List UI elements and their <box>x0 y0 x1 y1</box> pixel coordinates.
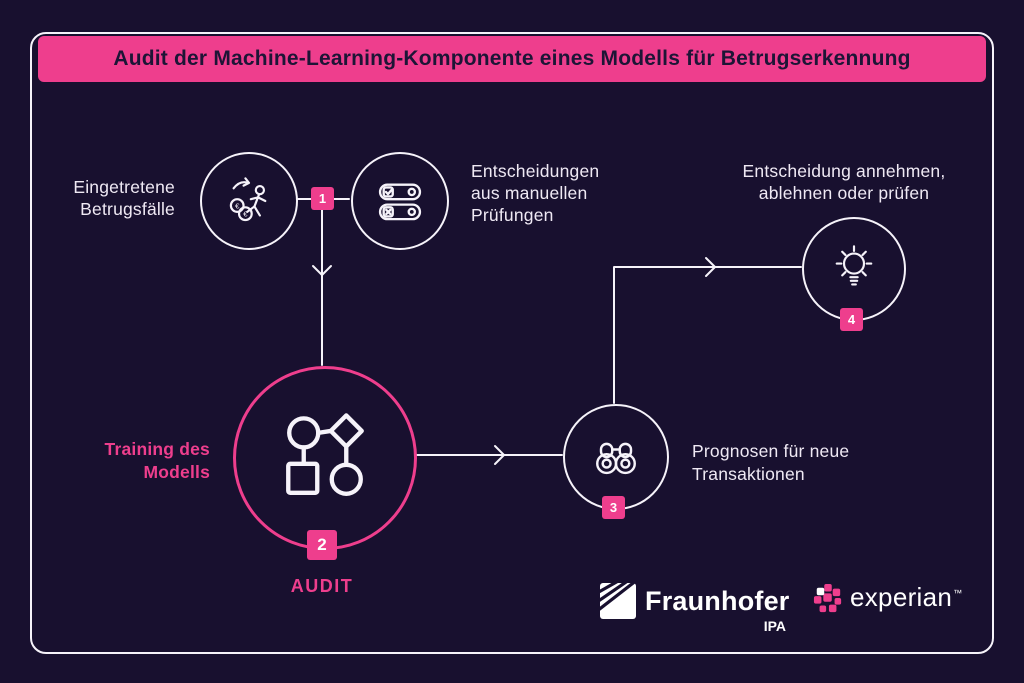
lightbulb-icon <box>835 245 873 286</box>
step-badge-2: 2 <box>307 530 337 560</box>
node-fraud-cases: € € <box>200 152 298 250</box>
label-line: Betrugsfälle <box>80 199 175 219</box>
label-line: Transaktionen <box>692 464 805 484</box>
node-model-training <box>233 366 417 550</box>
label-line: Prüfungen <box>471 205 554 225</box>
step-badge-4: 4 <box>840 308 863 331</box>
experian-mark-icon <box>813 583 842 612</box>
fraunhofer-logo: Fraunhofer <box>600 583 790 619</box>
label-line: aus manuellen <box>471 183 588 203</box>
page-title: Audit der Machine-Learning-Komponente ei… <box>113 47 911 70</box>
fraunhofer-wordmark: Fraunhofer <box>645 586 790 616</box>
binoculars-icon <box>596 442 636 475</box>
fraunhofer-mark-icon <box>600 583 636 619</box>
label-audit: AUDIT <box>290 576 354 596</box>
label-line: Prognosen für neue <box>692 441 850 461</box>
node-predictions <box>563 404 669 510</box>
step-badge-1: 1 <box>311 187 334 210</box>
outer-frame <box>30 32 994 654</box>
experian-wordmark-text: experian <box>850 582 953 612</box>
flowchart-shapes-icon <box>286 413 364 496</box>
label-line: Entscheidungen <box>471 161 600 181</box>
fraunhofer-ipa-label: IPA <box>763 618 786 634</box>
node-manual-checks <box>351 152 449 250</box>
label-predictions: Prognosen für neue Transaktionen <box>692 440 902 486</box>
experian-logo: experian™ <box>813 582 962 613</box>
label-manual-checks: Entscheidungen aus manuellen Prüfungen <box>471 160 661 226</box>
label-line: ablehnen oder prüfen <box>758 183 930 203</box>
label-model-training: Training des Modells <box>55 438 210 484</box>
label-line: Entscheidung annehmen, <box>742 161 946 181</box>
step-badge-3: 3 <box>602 496 625 519</box>
label-fraud-cases: Eingetretene Betrugsfälle <box>35 176 175 220</box>
title-banner: Audit der Machine-Learning-Komponente ei… <box>38 36 986 82</box>
svg-text:€: € <box>235 201 240 210</box>
trademark-symbol: ™ <box>953 588 963 599</box>
running-person-with-euro-coins-icon: € € <box>229 177 267 222</box>
label-line: Training des <box>104 439 210 459</box>
check-and-cross-toggles-icon <box>378 183 422 221</box>
label-decision: Entscheidung annehmen, ablehnen oder prü… <box>718 160 970 204</box>
label-line: Eingetretene <box>73 177 175 197</box>
node-decision <box>802 217 906 321</box>
svg-text:€: € <box>243 209 248 218</box>
label-line: Modells <box>143 462 210 482</box>
experian-wordmark: experian™ <box>850 582 962 613</box>
